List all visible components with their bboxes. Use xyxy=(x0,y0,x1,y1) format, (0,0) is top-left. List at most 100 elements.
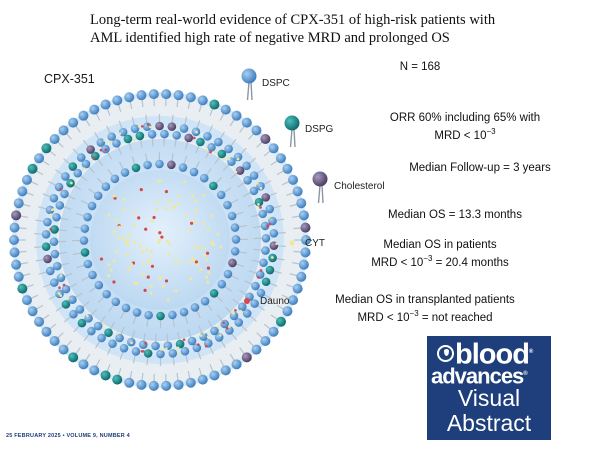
dauno-particle xyxy=(222,321,225,325)
lipid-head xyxy=(121,303,131,313)
cyt-particle xyxy=(165,347,168,351)
cyt-particle xyxy=(122,237,126,241)
cyt-particle xyxy=(184,214,188,218)
lipid-head xyxy=(231,110,242,121)
lipid-head xyxy=(77,318,87,328)
lipid-head xyxy=(180,346,190,356)
lipid-head xyxy=(13,198,24,209)
legend-dauno-label: Dauno xyxy=(260,296,290,307)
dauno-particle xyxy=(152,215,156,220)
lipid-head xyxy=(124,377,135,388)
dauno-particle xyxy=(259,206,262,209)
lipid-head xyxy=(296,271,307,282)
lipid-head xyxy=(254,197,264,207)
lipid-head xyxy=(268,143,279,154)
lipid-head xyxy=(298,259,309,270)
lipid-head xyxy=(123,134,133,144)
lipid-head xyxy=(220,365,231,376)
lipid-head xyxy=(11,210,22,221)
dauno-particle xyxy=(140,125,144,128)
cyt-particle xyxy=(160,348,163,351)
lipid-head xyxy=(300,247,311,258)
lipid-head xyxy=(179,307,189,317)
lipid-head xyxy=(178,163,188,172)
cyt-particle xyxy=(137,125,141,128)
badge-blood: blood® xyxy=(455,338,533,371)
lipid-head xyxy=(173,379,184,390)
cyt-particle xyxy=(164,207,168,211)
dauno-particle xyxy=(144,342,147,345)
legend-icons xyxy=(241,68,328,304)
lipid-head xyxy=(161,89,172,100)
lipid-head xyxy=(260,221,270,231)
lipid-head xyxy=(275,316,286,327)
cyt-particle xyxy=(121,207,125,211)
dauno-particle xyxy=(146,123,150,126)
cyt-particle xyxy=(161,284,165,288)
lipid-head xyxy=(185,92,196,103)
cyt-particle xyxy=(57,292,61,295)
lipid-head xyxy=(209,289,219,298)
cyt-particle xyxy=(206,227,210,231)
diagram-label: CPX-351 xyxy=(44,72,95,86)
dauno-particle xyxy=(197,343,200,346)
liposome xyxy=(9,89,311,391)
cyt-particle xyxy=(206,280,210,284)
cyt-particle xyxy=(177,352,181,355)
lipid-head xyxy=(220,104,231,115)
lipid-head xyxy=(84,313,93,323)
dauno-particle xyxy=(92,156,95,160)
lipid-head xyxy=(94,280,104,290)
lipid-head xyxy=(49,336,60,347)
lipid-head xyxy=(300,222,311,233)
lipid-head xyxy=(175,339,185,349)
cyt-particle xyxy=(187,260,191,264)
dauno-particle xyxy=(268,222,272,226)
dauno-particle xyxy=(257,276,260,279)
cyt-particle xyxy=(112,259,116,263)
lipid-head xyxy=(230,247,240,256)
cyt-particle xyxy=(171,206,175,210)
lipid-head xyxy=(89,104,100,115)
dauno-particle xyxy=(206,266,211,270)
lipid-head xyxy=(223,200,232,210)
lipid-head xyxy=(41,242,51,251)
lipid-head xyxy=(261,246,270,255)
cyt-particle xyxy=(49,213,52,217)
lipid-head xyxy=(120,168,130,177)
dauno-particle xyxy=(164,279,169,283)
cyt-particle xyxy=(103,139,106,142)
lipid-head xyxy=(11,259,22,270)
lipid-head xyxy=(124,92,135,103)
lipid-head xyxy=(143,160,152,170)
lipid-head xyxy=(58,344,69,355)
lipid-head xyxy=(238,302,247,312)
dauno-particle xyxy=(49,228,52,231)
lipid-head xyxy=(119,343,129,353)
lipid-head xyxy=(168,310,177,320)
dauno-particle xyxy=(146,275,150,279)
cyt-particle xyxy=(133,138,137,142)
lipid-head xyxy=(93,191,103,201)
stat-os-mrd: Median OS in patients MRD < 10−3 = 20.4 … xyxy=(371,239,509,269)
cyt-particle xyxy=(133,241,137,245)
cyt-particle xyxy=(176,203,180,207)
lipid-head xyxy=(135,131,145,141)
lipid-head xyxy=(68,352,79,363)
cyt-particle xyxy=(133,223,137,227)
dauno-particle xyxy=(104,148,108,151)
lipid-head xyxy=(261,277,271,287)
title-line-1: Long-term real-world evidence of CPX-351… xyxy=(90,12,496,28)
lipid-head xyxy=(301,235,311,245)
cyt-particle xyxy=(219,245,223,249)
lipid-head xyxy=(292,283,303,294)
cyt-particle xyxy=(114,218,118,222)
lipid-head xyxy=(45,205,55,215)
lipid-head xyxy=(161,380,172,391)
lipid-head xyxy=(261,193,271,202)
lipid-head xyxy=(49,193,59,203)
lipid-head xyxy=(209,181,218,191)
cyt-particle xyxy=(177,194,181,198)
lipid-head xyxy=(17,186,28,197)
badge-visual: Visual xyxy=(457,385,521,411)
